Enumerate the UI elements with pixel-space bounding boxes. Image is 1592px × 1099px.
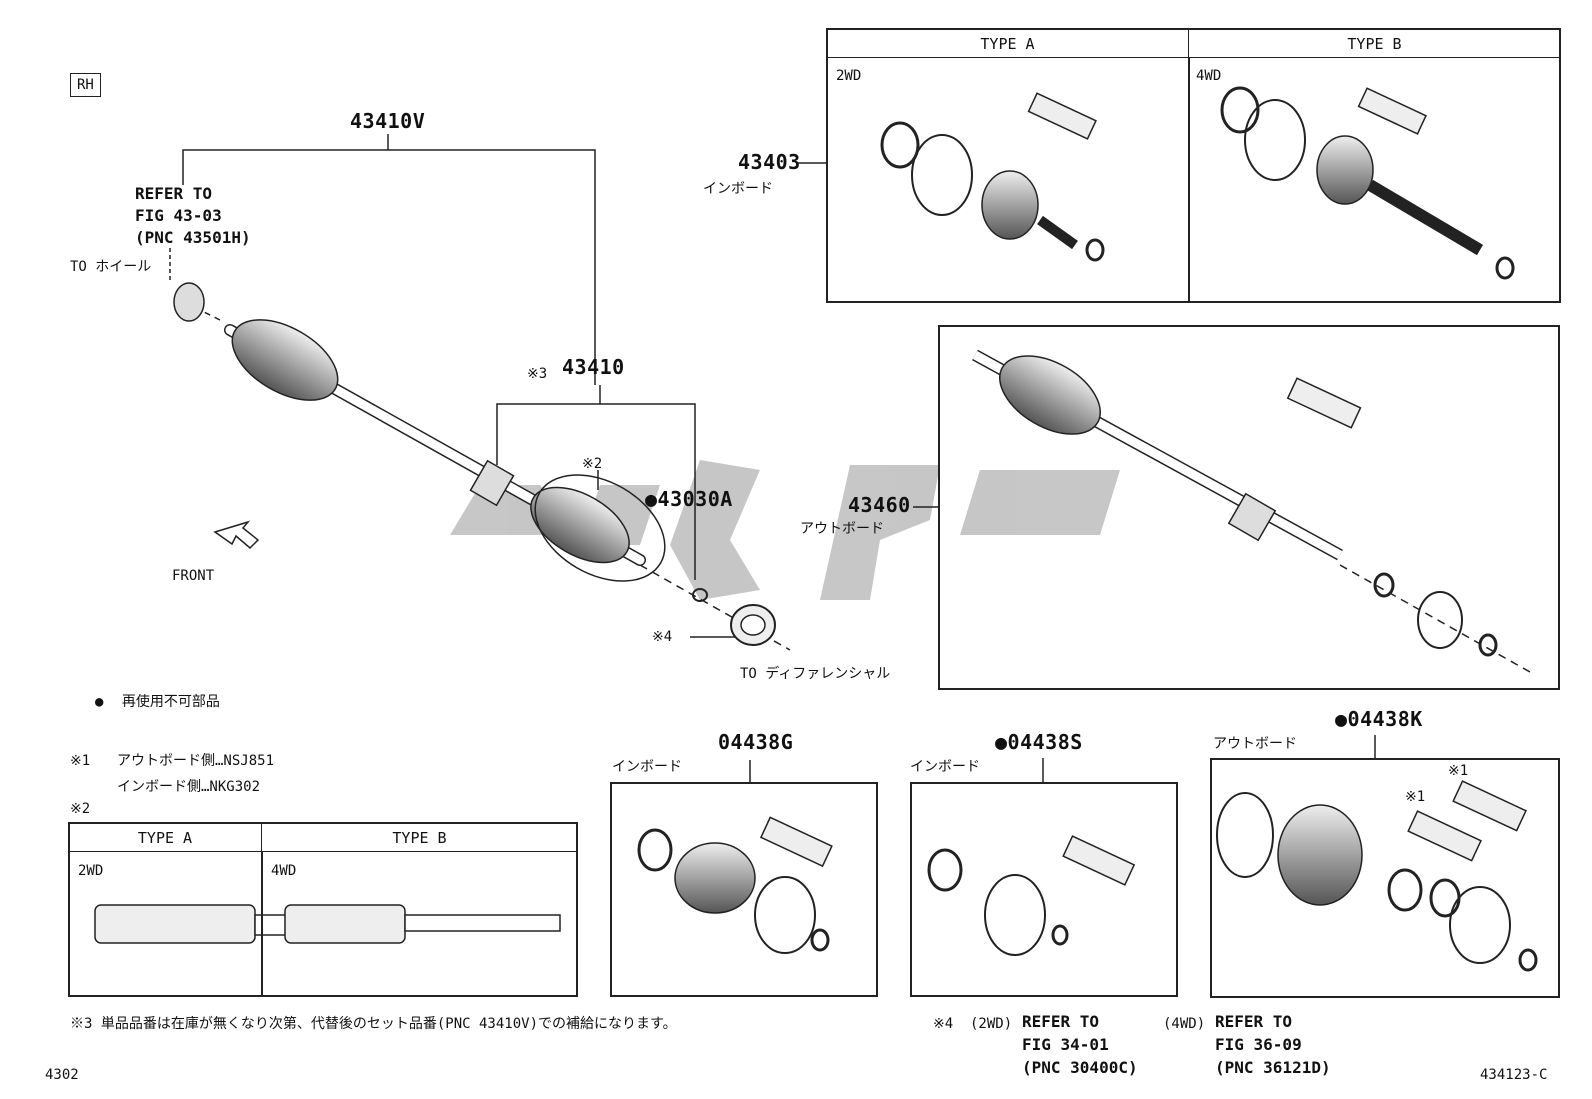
note1-line-1: アウトボード側…NSJ851	[117, 753, 275, 769]
outboard-kit-box	[938, 325, 1560, 690]
refer-line-2[interactable]: FIG 43-03	[135, 206, 222, 225]
note-mark-4: ※4	[652, 629, 673, 645]
kit-04438K-drawing	[1216, 780, 1538, 972]
part-number-04438K-text: 04438K	[1347, 707, 1423, 731]
kit-04438G-box	[610, 782, 878, 997]
top-type-table	[826, 28, 1561, 303]
non-reusable-dot-icon: ●	[645, 487, 658, 511]
note-mark-3: ※3	[527, 366, 548, 382]
footer-page-code: 4302	[45, 1067, 79, 1083]
bottom-type-b-label: TYPE B	[392, 829, 447, 847]
inboard-label-43403: インボード	[703, 181, 773, 197]
legend-dot-icon: ●	[95, 694, 104, 710]
top-4wd-label: 4WD	[1196, 68, 1222, 84]
footer-figure-code: 434123-C	[1480, 1067, 1548, 1083]
bracket-43410V	[182, 149, 596, 385]
note1-line-2: インボード側…NKG302	[117, 779, 261, 795]
note4-4wd-refer-3: (PNC 36121D)	[1215, 1058, 1331, 1077]
bottom-type-a-label: TYPE A	[137, 829, 193, 847]
part-number-43030A[interactable]: ●43030A	[645, 487, 733, 511]
part-number-04438S[interactable]: ●04438S	[995, 730, 1083, 754]
part-number-43403[interactable]: 43403	[738, 150, 801, 174]
note4-2wd-refer-2[interactable]: FIG 34-01	[1022, 1035, 1109, 1054]
outboard-label-04438K: アウトボード	[1213, 736, 1297, 752]
bottom-type-b-header	[261, 822, 578, 852]
note4-mark: ※4	[933, 1016, 954, 1032]
part-number-04438S-text: 04438S	[1007, 730, 1083, 754]
part-number-43460[interactable]: 43460	[848, 493, 911, 517]
kit-04438S-drawing	[927, 835, 1136, 956]
front-arrow-icon	[213, 520, 260, 550]
kit-04438K-note-mark-1: ※1	[1448, 763, 1469, 779]
top-type-b-label: TYPE B	[1347, 35, 1402, 53]
inboard-label-04438G: インボード	[612, 759, 682, 775]
bottom-table-divider	[261, 851, 263, 997]
note4-2wd-refer-1: REFER TO	[1022, 1012, 1100, 1031]
bottom-4wd-label: 4WD	[271, 863, 297, 879]
note3-text: ※3 単品品番は在庫が無くなり次第、代替後のセット品番(PNC 43410V)で…	[70, 1016, 677, 1032]
kit-04438G-drawing	[637, 816, 833, 954]
note2-mark: ※2	[70, 801, 91, 817]
bottom-type-table	[68, 822, 578, 997]
joint-drawings	[94, 904, 561, 944]
part-number-43030A-text: 43030A	[657, 487, 733, 511]
part-number-43410V[interactable]: 43410V	[350, 109, 426, 133]
note1-mark: ※1	[70, 753, 91, 769]
part-number-04438K[interactable]: ●04438K	[1335, 707, 1423, 731]
kit-04438K-note-mark-2: ※1	[1405, 789, 1426, 805]
inboard-kit-drawing	[880, 86, 1515, 280]
legend-text: 再使用不可部品	[121, 694, 220, 710]
kit-04438S-box	[910, 782, 1178, 997]
legend-row: ● 再使用不可部品	[95, 693, 220, 711]
front-label: FRONT	[172, 568, 215, 584]
bottom-2wd-label: 2WD	[78, 863, 104, 879]
non-reusable-dot-icon: ●	[1335, 707, 1348, 731]
outboard-label-43460: アウトボード	[800, 521, 884, 537]
refer-line-3: (PNC 43501H)	[135, 228, 251, 247]
top-type-b-header	[1188, 28, 1561, 58]
top-2wd-label: 2WD	[836, 68, 862, 84]
inboard-label-04438S: インボード	[910, 759, 980, 775]
refer-line-1: REFER TO	[135, 184, 213, 203]
note4-4wd-tag: (4WD)	[1163, 1016, 1206, 1032]
note4-2wd-refer-3: (PNC 30400C)	[1022, 1058, 1138, 1077]
drive-shaft-drawing	[173, 282, 776, 646]
kit-04438K-box	[1210, 758, 1560, 998]
to-wheel-label: TO ホイール	[70, 259, 152, 275]
watermark	[450, 460, 1120, 600]
part-number-43410[interactable]: 43410	[562, 355, 625, 379]
top-type-a-label: TYPE A	[980, 35, 1035, 53]
note-mark-2: ※2	[582, 456, 603, 472]
note4-4wd-refer-2[interactable]: FIG 36-09	[1215, 1035, 1302, 1054]
non-reusable-dot-icon: ●	[995, 730, 1008, 754]
part-number-04438G[interactable]: 04438G	[718, 730, 794, 754]
rh-tag: RH	[70, 73, 101, 97]
to-differential-label: TO ディファレンシャル	[740, 666, 891, 682]
bracket-43410	[496, 403, 696, 580]
note4-2wd-tag: (2WD)	[970, 1016, 1013, 1032]
note4-4wd-refer-1: REFER TO	[1215, 1012, 1293, 1031]
top-table-divider	[1188, 57, 1190, 303]
outboard-kit-drawing	[972, 349, 1498, 657]
